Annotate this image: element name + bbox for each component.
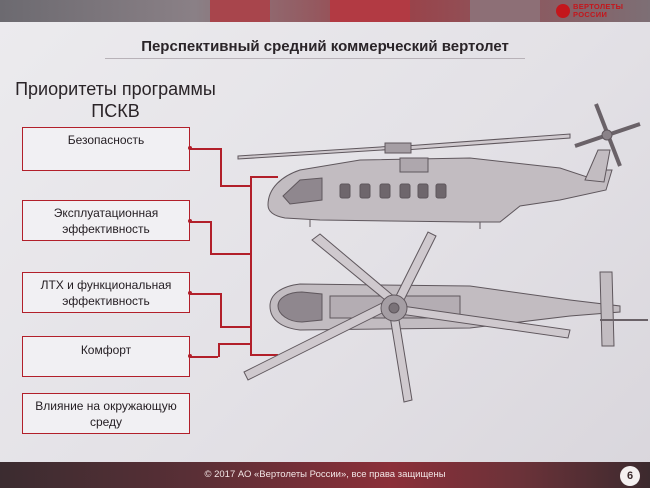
priority-label-line2: среду [89, 415, 123, 429]
priority-label: Комфорт [80, 343, 132, 357]
priorities-heading-line1: Приоритеты программы [15, 79, 216, 99]
company-logo: ВЕРТОЛЕТЫ РОССИИ [556, 3, 634, 21]
connector-line [190, 148, 220, 150]
rotor-hub-center [388, 302, 400, 314]
connector-line [190, 221, 210, 223]
priority-box-comfort: Комфорт [22, 336, 190, 377]
connector-line [210, 221, 212, 253]
cabin-window [359, 183, 371, 199]
top-banner [0, 0, 650, 22]
priorities-heading: Приоритеты программы ПСКВ [8, 78, 223, 122]
title-underline [105, 58, 525, 59]
priority-label: Безопасность [67, 133, 145, 147]
priority-label-line2: эффективность [62, 222, 150, 236]
connector-line [250, 176, 278, 178]
page-number: 6 [620, 466, 640, 486]
priority-box-environment: Влияние на окружающую среду [22, 393, 190, 434]
rotor-hub [384, 142, 412, 154]
connector-line [220, 148, 222, 185]
connector-line [190, 293, 220, 295]
priority-box-operational: Эксплуатационная эффективность [22, 200, 190, 241]
cockpit-top [277, 291, 323, 323]
cabin-window [417, 183, 429, 199]
logo-mark-icon [556, 4, 570, 18]
connector-line [218, 343, 250, 345]
main-rotor-blade [237, 145, 400, 160]
logo-text-line2: РОССИИ [573, 10, 608, 19]
priority-label: ЛТХ и функциональная [40, 278, 172, 292]
priority-box-safety: Безопасность [22, 127, 190, 171]
main-rotor-blade [404, 133, 571, 151]
connector-line [190, 356, 218, 358]
connector-trunk [250, 176, 252, 354]
cabin-window [399, 183, 411, 199]
connector-dot [188, 219, 192, 223]
banner-segment [210, 0, 270, 22]
connector-line [220, 293, 222, 326]
logo-text: ВЕРТОЛЕТЫ РОССИИ [573, 3, 623, 19]
priorities-heading-line2: ПСКВ [91, 101, 140, 121]
logo-text-line1: ВЕРТОЛЕТЫ [573, 2, 624, 11]
tail-fin [584, 149, 611, 183]
priority-label-line2: эффективность [62, 294, 150, 308]
horizontal-stabilizer [599, 271, 615, 347]
connector-dot [188, 291, 192, 295]
priority-box-performance: ЛТХ и функциональная эффективность [22, 272, 190, 313]
slide-title: Перспективный средний коммерческий верто… [141, 38, 509, 55]
helicopter-top-view [243, 231, 648, 403]
banner-segment [330, 0, 410, 22]
engine-intake [399, 157, 429, 173]
footer-bar: © 2017 АО «Вертолеты России», все права … [0, 462, 650, 488]
tail-rotor-hub [601, 129, 613, 141]
connector-line [220, 185, 250, 187]
priority-label: Влияние на окружающую [35, 399, 177, 413]
copyright-text: © 2017 АО «Вертолеты России», все права … [204, 469, 446, 480]
banner-segment [470, 0, 540, 22]
cockpit-window [282, 177, 323, 205]
cabin-window [339, 183, 351, 199]
connector-line [220, 326, 250, 328]
helicopter-side-view [237, 103, 641, 229]
priority-label: Эксплуатационная [53, 206, 159, 220]
connector-dot [188, 146, 192, 150]
connector-dot [188, 354, 192, 358]
cabin-window [435, 183, 447, 199]
connector-line [210, 253, 250, 255]
connector-line [250, 354, 278, 356]
connector-line [218, 343, 220, 357]
cabin-window [379, 183, 391, 199]
